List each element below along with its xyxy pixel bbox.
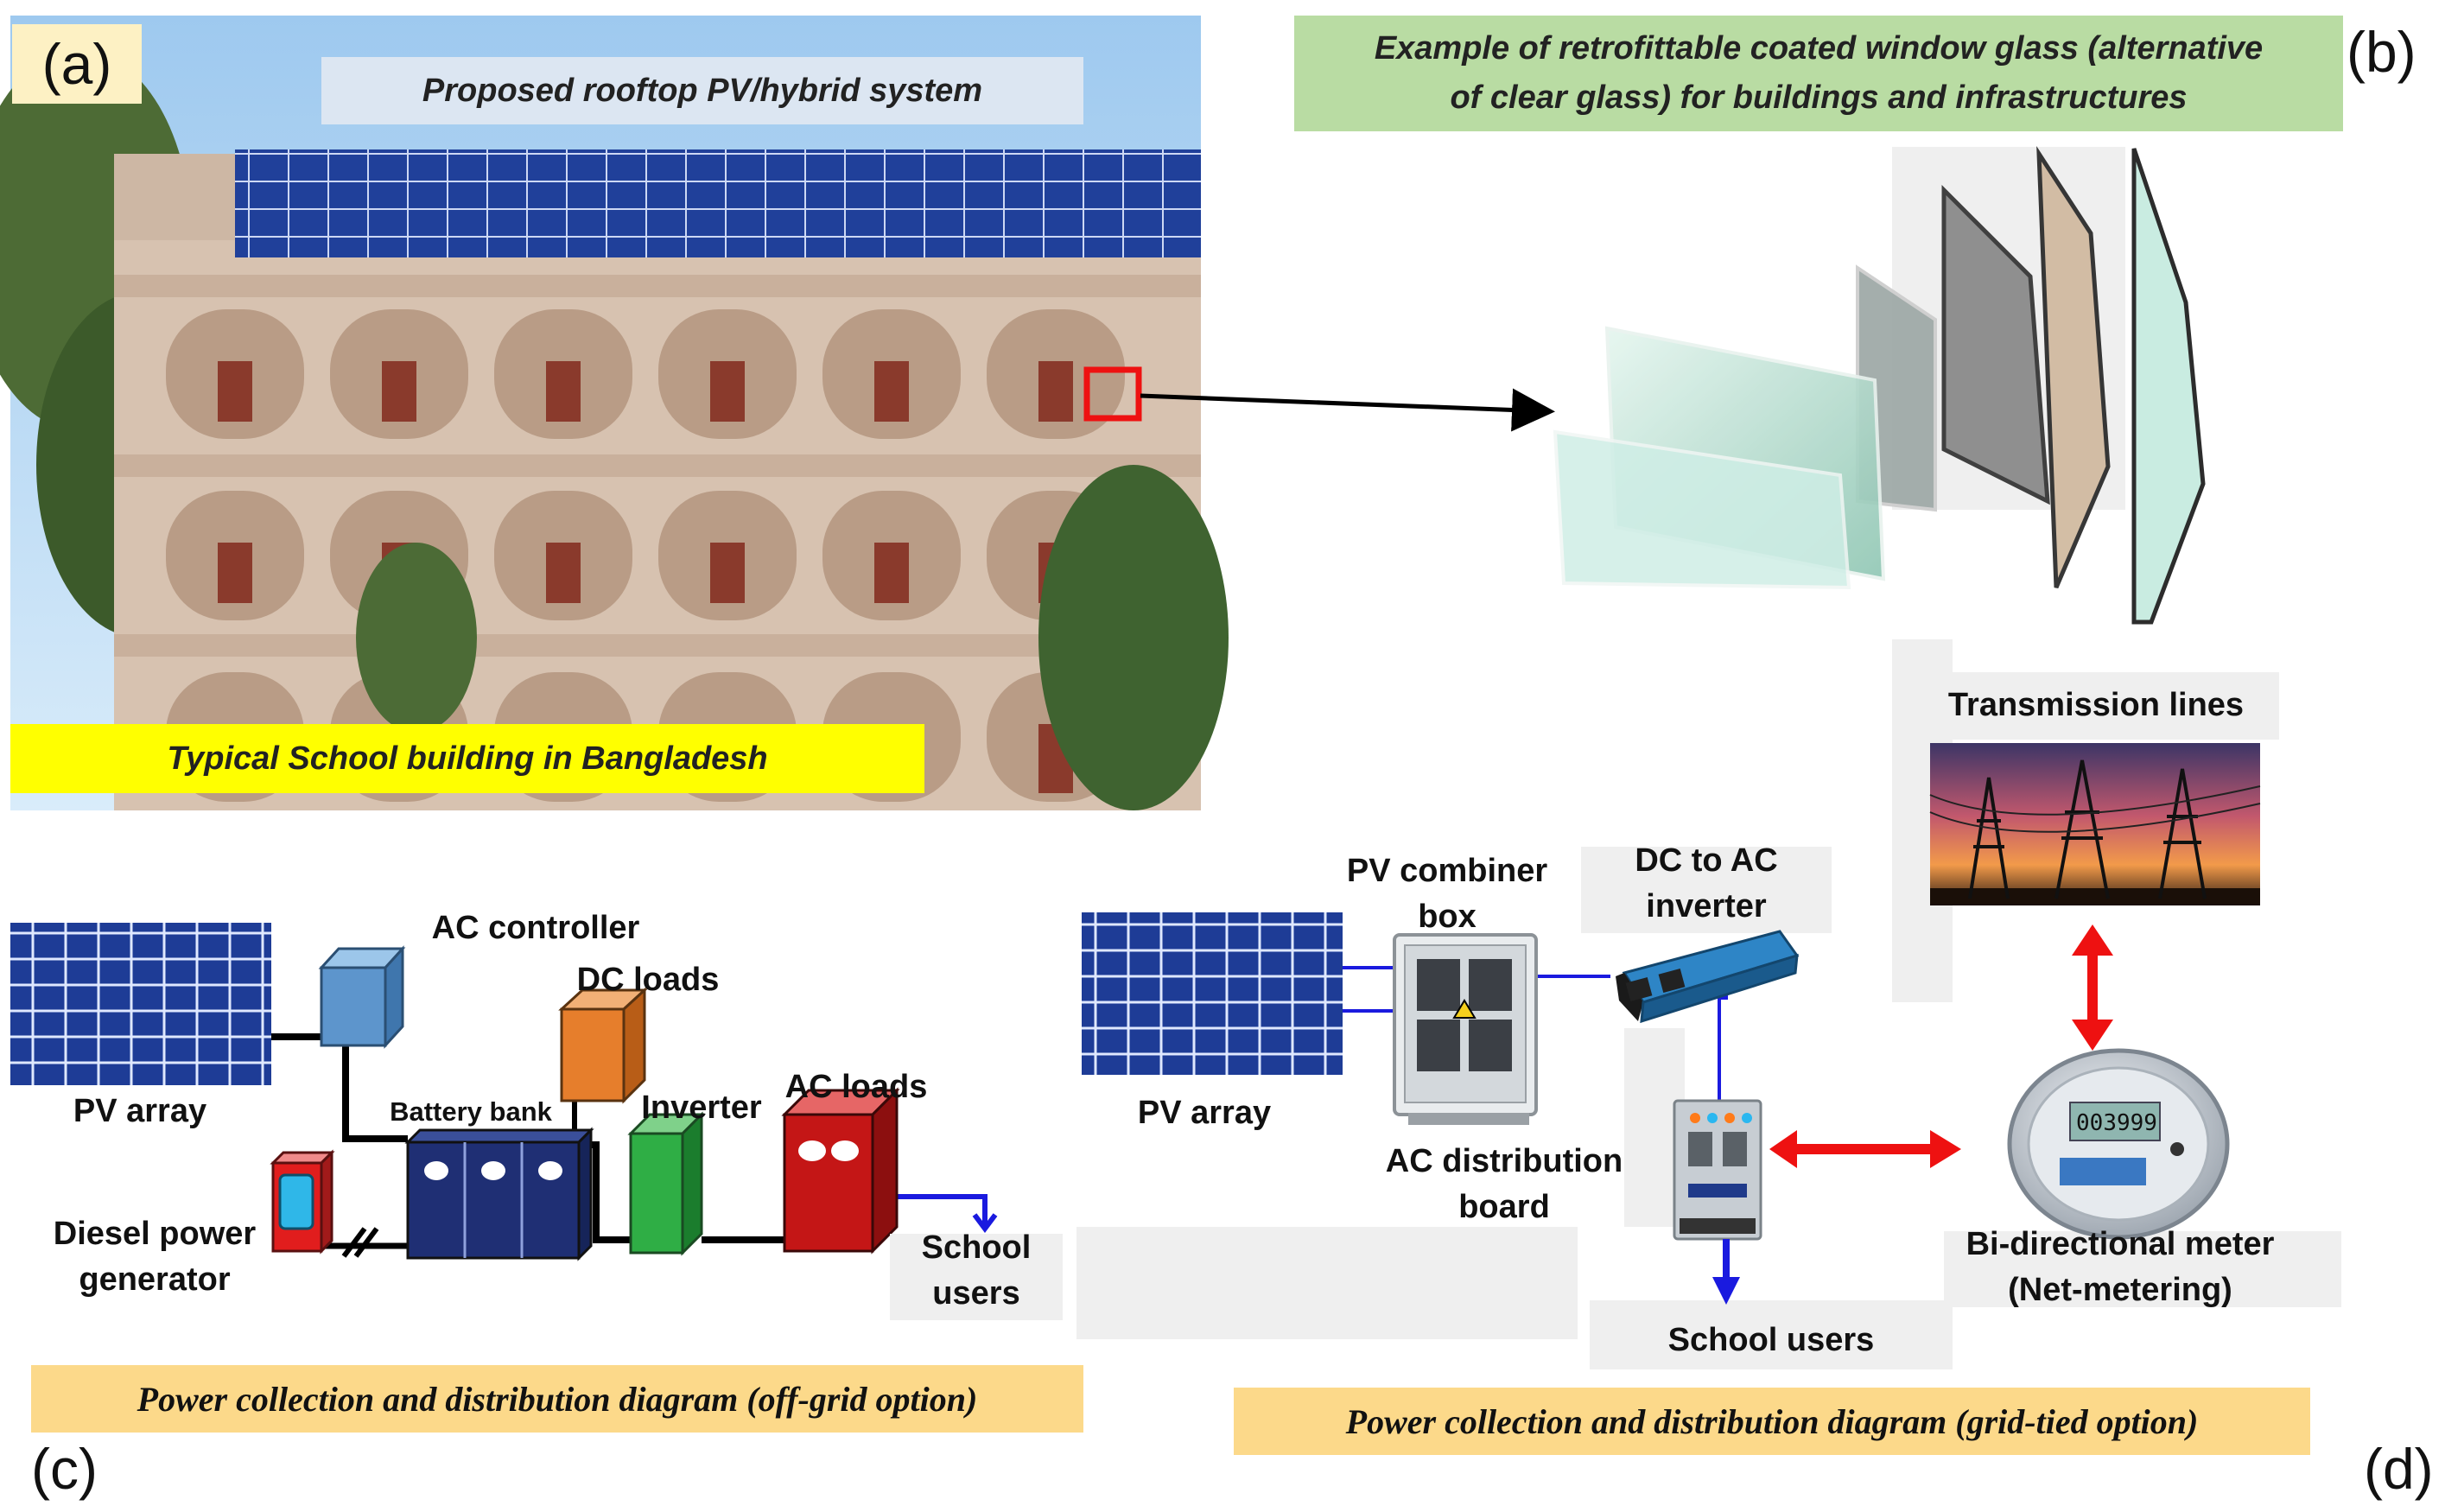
inverter-label: Inverter xyxy=(641,1090,762,1126)
dc-ac-line1: DC to AC xyxy=(1635,842,1778,879)
diesel-generator-icon xyxy=(270,1149,335,1255)
grid-backdrop-left xyxy=(1076,1227,1578,1339)
transmission-lines-label: Transmission lines xyxy=(1947,687,2245,723)
offgrid-pv-array-icon xyxy=(10,923,271,1085)
board-meter-arrow-left xyxy=(1769,1130,1797,1168)
ac-loads-icon xyxy=(781,1087,900,1255)
offgrid-school-users-backdrop xyxy=(890,1234,1063,1320)
ac-dist-line2: board xyxy=(1458,1189,1550,1226)
panel-letter-a: (a) xyxy=(12,24,142,104)
coated-glass-panes xyxy=(1553,146,2206,625)
grid-school-users-label: School users xyxy=(1667,1322,1875,1358)
school-label-line2: users xyxy=(932,1275,1020,1312)
grid-pv-array-icon xyxy=(1082,912,1343,1075)
offgrid-diagram xyxy=(10,923,998,1261)
transmission-label-backdrop xyxy=(1913,672,2279,740)
meter-label: Bi-directional meter (Net-metering) xyxy=(1930,1222,2310,1313)
ac-controller-label: AC controller xyxy=(431,910,640,946)
battery-bank-icon xyxy=(404,1127,594,1261)
ac-loads-label: AC loads xyxy=(784,1069,928,1105)
pv-combiner-line2: box xyxy=(1418,899,1477,936)
panel-letter-b: (b) xyxy=(2347,20,2416,84)
offgrid-school-users-label: School users xyxy=(890,1225,1063,1317)
grid-tied-diagram xyxy=(1082,743,2261,1305)
battery-bank-label: Battery bank xyxy=(390,1096,552,1127)
ac-distribution-label: AC distribution board xyxy=(1363,1139,1645,1230)
ac-distribution-board-icon xyxy=(1673,1099,1762,1241)
pv-combiner-label: PV combiner box xyxy=(1322,848,1572,940)
diesel-label-line2: generator xyxy=(79,1261,231,1299)
transmission-lines-photo xyxy=(1929,743,2261,905)
panel-letter-d: (d) xyxy=(2364,1437,2434,1501)
diesel-label-line1: Diesel power xyxy=(53,1216,257,1252)
meter-grid-arrow-down xyxy=(2072,1020,2113,1051)
diesel-generator-label: Diesel power generator xyxy=(38,1211,271,1303)
window-highlight-box xyxy=(1083,366,1142,422)
grid-tied-caption: Power collection and distribution diagra… xyxy=(1234,1388,2310,1455)
inverter-icon xyxy=(627,1111,705,1256)
dc-loads-icon xyxy=(558,987,648,1104)
school-users-arrow xyxy=(1712,1277,1740,1305)
dc-ac-inverter-label: DC to AC inverter xyxy=(1590,838,1823,930)
building-caption: Typical School building in Bangladesh xyxy=(10,724,924,793)
grid-backdrop-meter xyxy=(1944,1231,2341,1307)
school-label-line1: School xyxy=(921,1229,1032,1266)
grid-pv-array-label: PV array xyxy=(1137,1095,1272,1131)
ac-dist-line1: AC distribution xyxy=(1385,1143,1623,1179)
meter-label-line2: (Net-metering) xyxy=(2008,1272,2232,1309)
glass-caption-line2: of clear glass) for buildings and infras… xyxy=(1450,79,2188,116)
dc-ac-inverter-icon xyxy=(1616,930,1800,1024)
pv-combiner-box-icon xyxy=(1393,933,1538,1125)
offgrid-pv-array-label: PV array xyxy=(73,1093,207,1129)
pv-combiner-line1: PV combiner xyxy=(1346,853,1548,889)
meter-reading: 003999 xyxy=(2076,1110,2157,1136)
panel-letter-c: (c) xyxy=(31,1437,98,1501)
ac-controller-icon xyxy=(318,945,406,1049)
dc-ac-line2: inverter xyxy=(1646,888,1767,925)
board-meter-arrow-right xyxy=(1930,1130,1961,1168)
grid-backdrop-school xyxy=(1590,1300,1953,1369)
meter-grid-arrow-up xyxy=(2072,924,2113,956)
bi-directional-meter-icon xyxy=(2007,1048,2230,1240)
dc-loads-label: DC loads xyxy=(576,962,720,998)
rooftop-caption: Proposed rooftop PV/hybrid system xyxy=(321,57,1083,124)
offgrid-caption: Power collection and distribution diagra… xyxy=(31,1365,1083,1433)
school-building-photo xyxy=(0,16,1229,810)
glass-caption: Example of retrofittable coated window g… xyxy=(1294,16,2343,131)
glass-caption-line1: Example of retrofittable coated window g… xyxy=(1374,30,2264,67)
grid-backdrop-inverter xyxy=(1581,847,1832,933)
meter-label-line1: Bi-directional meter xyxy=(1966,1226,2275,1262)
